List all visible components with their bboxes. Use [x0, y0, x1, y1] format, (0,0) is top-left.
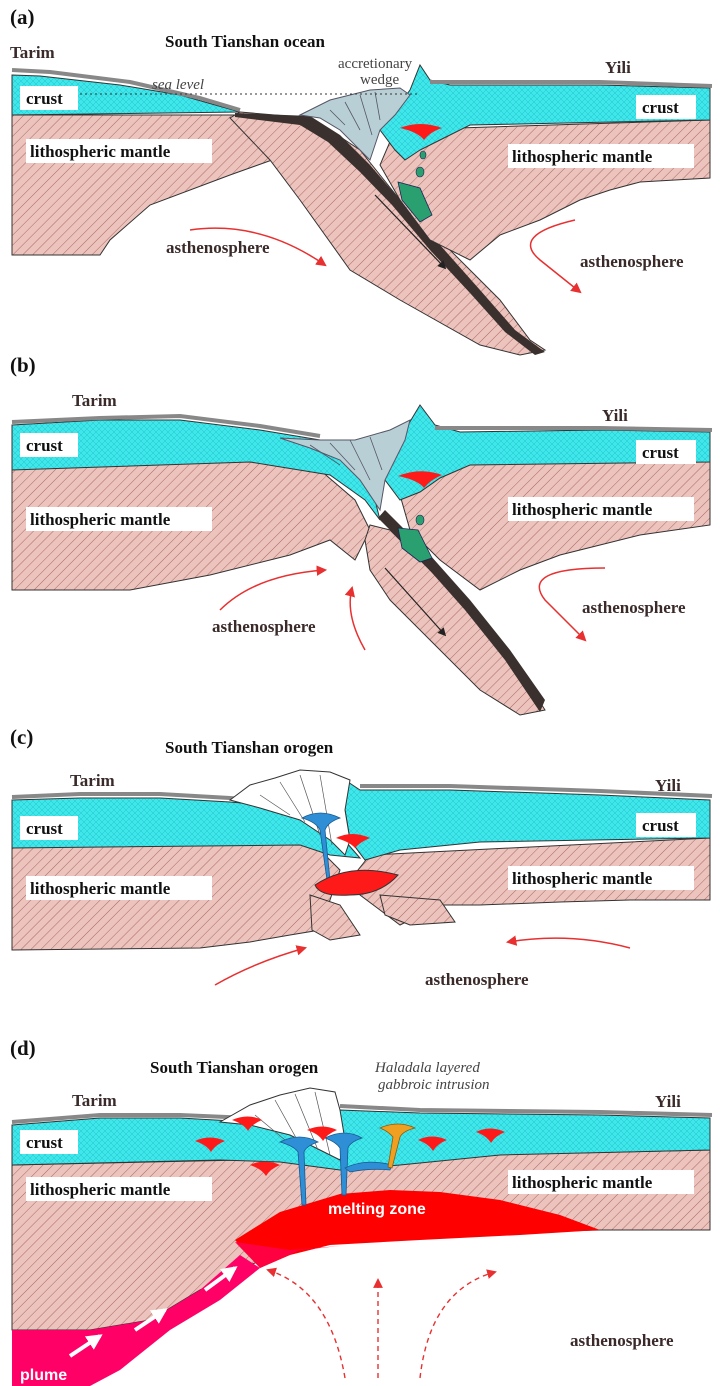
panel-d-label: (d)	[10, 1036, 36, 1060]
panel-c-crust-right-label: crust	[642, 816, 679, 835]
panel-b-astheno-left: asthenosphere	[212, 617, 316, 636]
panel-b-flow-arrow-up	[350, 588, 365, 650]
panel-c-title: South Tianshan orogen	[165, 738, 334, 757]
panel-a-astheno-right: asthenosphere	[580, 252, 684, 271]
panel-d-intrusion-line1: Haladala layered	[374, 1060, 480, 1076]
panel-d-melting-label: melting zone	[328, 1201, 426, 1218]
panel-b-crust-right-label: crust	[642, 443, 679, 462]
panel-a-tarim: Tarim	[10, 43, 55, 62]
panel-c-flow-arrow-left	[215, 948, 305, 985]
panel-d-tarim: Tarim	[72, 1091, 117, 1110]
panel-a-wedge-line2: wedge	[360, 72, 399, 88]
panel-d-mantle-left-label: lithospheric mantle	[30, 1180, 171, 1199]
panel-c: (c) South Tianshan orogen Tarim Yili cru…	[10, 725, 712, 989]
panel-c-tarim: Tarim	[70, 771, 115, 790]
panel-d-title: South Tianshan orogen	[150, 1058, 319, 1077]
panel-b-astheno-right: asthenosphere	[582, 598, 686, 617]
panel-d-upwelling-right	[420, 1272, 495, 1378]
panel-b-label: (b)	[10, 353, 36, 377]
panel-b-mantle-right-label: lithospheric mantle	[512, 500, 653, 519]
panel-a-flow-arrow-right	[531, 220, 580, 292]
panel-d-astheno: asthenosphere	[570, 1331, 674, 1350]
panel-b-yili: Yili	[602, 406, 628, 425]
panel-a: (a) South Tianshan ocean Tarim Yili sea …	[10, 5, 712, 355]
panel-b-mantle-left-label: lithospheric mantle	[30, 510, 171, 529]
panel-a-yili: Yili	[605, 58, 631, 77]
panel-c-crust-left-label: crust	[26, 819, 63, 838]
panel-a-label: (a)	[10, 5, 35, 29]
panel-c-flow-arrow-right	[508, 938, 630, 948]
panel-d-mantle-right-label: lithospheric mantle	[512, 1173, 653, 1192]
panel-c-mantle-left-label: lithospheric mantle	[30, 879, 171, 898]
panel-a-wedge-line1: accretionary	[338, 56, 413, 72]
panel-b: (b) Tarim Yili crust crust lithospheric …	[10, 353, 712, 715]
panel-b-crust-left-label: crust	[26, 436, 63, 455]
panel-c-astheno: asthenosphere	[425, 970, 529, 989]
panel-a-mantle-right-label: lithospheric mantle	[512, 147, 653, 166]
panel-a-mantle-left-label: lithospheric mantle	[30, 142, 171, 161]
panel-b-mantle-right	[400, 462, 710, 590]
panel-c-label: (c)	[10, 725, 33, 749]
panel-d-yili: Yili	[655, 1092, 681, 1111]
panel-a-crust-left-label: crust	[26, 89, 63, 108]
panel-b-tarim: Tarim	[72, 391, 117, 410]
panel-a-astheno-left: asthenosphere	[166, 238, 270, 257]
panel-a-crust-right-label: crust	[642, 98, 679, 117]
panel-d: (d) South Tianshan orogen Haladala layer…	[10, 1036, 712, 1386]
panel-c-mantle-right-label: lithospheric mantle	[512, 869, 653, 888]
panel-d-upwelling-left	[268, 1270, 345, 1378]
panel-d-plume-label: plume	[20, 1367, 67, 1384]
panel-d-crust-label: crust	[26, 1133, 63, 1152]
panel-b-flow-arrow-left	[220, 570, 325, 610]
panel-d-intrusion-line2: gabbroic intrusion	[378, 1077, 490, 1093]
panel-a-title: South Tianshan ocean	[165, 32, 326, 51]
panel-a-sea-level: sea level	[152, 77, 204, 93]
